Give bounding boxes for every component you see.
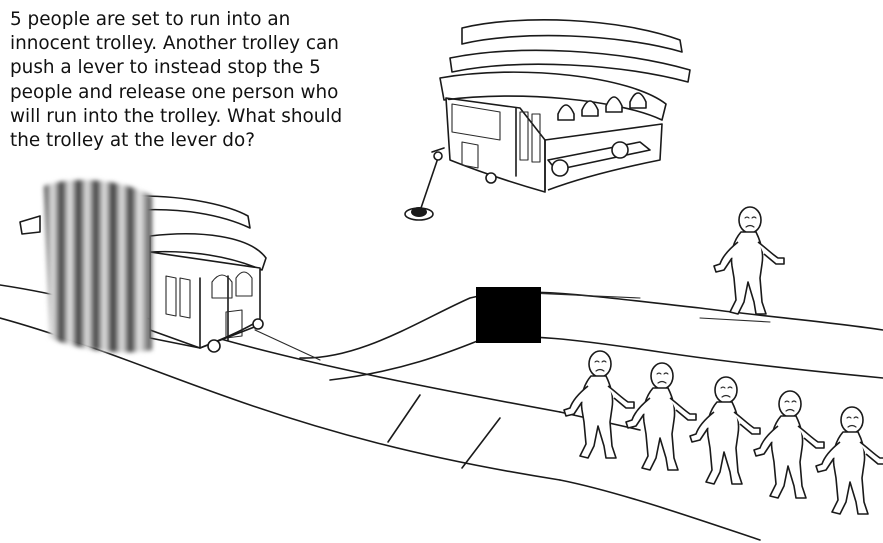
trolley-at-lever	[439, 19, 691, 193]
blurred-region	[44, 180, 152, 353]
single-person-upper-track	[713, 206, 785, 315]
person-5	[815, 406, 883, 515]
person-4	[753, 390, 825, 499]
person-1	[563, 350, 635, 459]
lever	[404, 147, 445, 221]
caption-text: 5 people are set to run into an innocent…	[10, 9, 343, 152]
innocent-trolley	[19, 180, 267, 353]
five-people-lower-track	[563, 350, 883, 515]
censor-box	[476, 287, 541, 343]
person-2	[625, 362, 697, 471]
person-3	[689, 376, 761, 485]
